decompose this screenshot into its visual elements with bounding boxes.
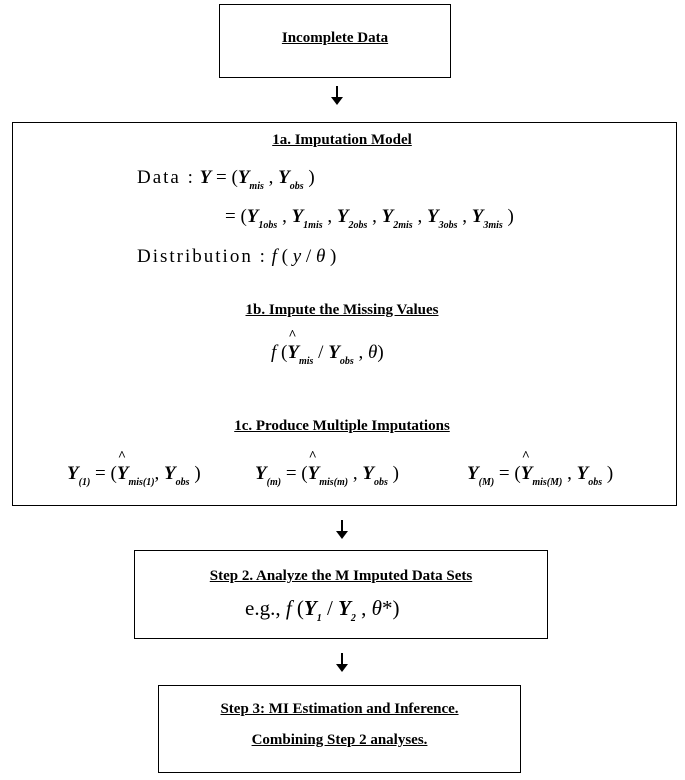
down-arrow-icon (331, 86, 343, 105)
mi-estimation-box: Step 3: MI Estimation and Inference. Com… (158, 685, 521, 773)
distribution-equation: Distribution : f ( y / θ ) (137, 246, 337, 267)
down-arrow-icon (336, 520, 348, 539)
analyze-data-sets-box: Step 2. Analyze the M Imputed Data Sets … (134, 550, 548, 639)
incomplete-data-title: Incomplete Data (281, 30, 389, 46)
imputation-model-box: 1a. Imputation Model Data : Y = (Ymis , … (12, 122, 677, 506)
distribution-label: Distribution : (137, 246, 267, 267)
imputation-formula-1: Y(1) = (Ymis(1), Yobs ) (67, 449, 201, 488)
data-expansion-equation: = (Y1obs , Y1mis , Y2obs , Y2mis , Y3obs… (225, 206, 514, 231)
data-label: Data : (137, 167, 195, 188)
analysis-formula: e.g., f (Y1 / Y2 , θ*) (245, 596, 400, 624)
imputation-formula-M: Y(M) = (Ymis(M) , Yobs ) (467, 449, 613, 488)
multiple-imputations-title: 1c. Produce Multiple Imputations (234, 418, 450, 434)
down-arrow-icon (336, 653, 348, 672)
analyze-data-sets-title: Step 2. Analyze the M Imputed Data Sets (209, 568, 473, 584)
eg-label: e.g., (245, 596, 281, 620)
imputation-formula-m: Y(m) = (Ymis(m) , Yobs ) (255, 449, 399, 488)
mi-estimation-title: Step 3: MI Estimation and Inference. (220, 701, 459, 717)
data-equation: Data : Y = (Ymis , Yobs ) (137, 167, 315, 192)
incomplete-data-box: Incomplete Data (219, 4, 451, 78)
combining-analyses-title: Combining Step 2 analyses. (251, 732, 428, 748)
impute-missing-title: 1b. Impute the Missing Values (245, 302, 439, 318)
impute-formula: f (Ymis / Yobs , θ) (271, 328, 384, 367)
imputation-model-title: 1a. Imputation Model (272, 132, 412, 148)
